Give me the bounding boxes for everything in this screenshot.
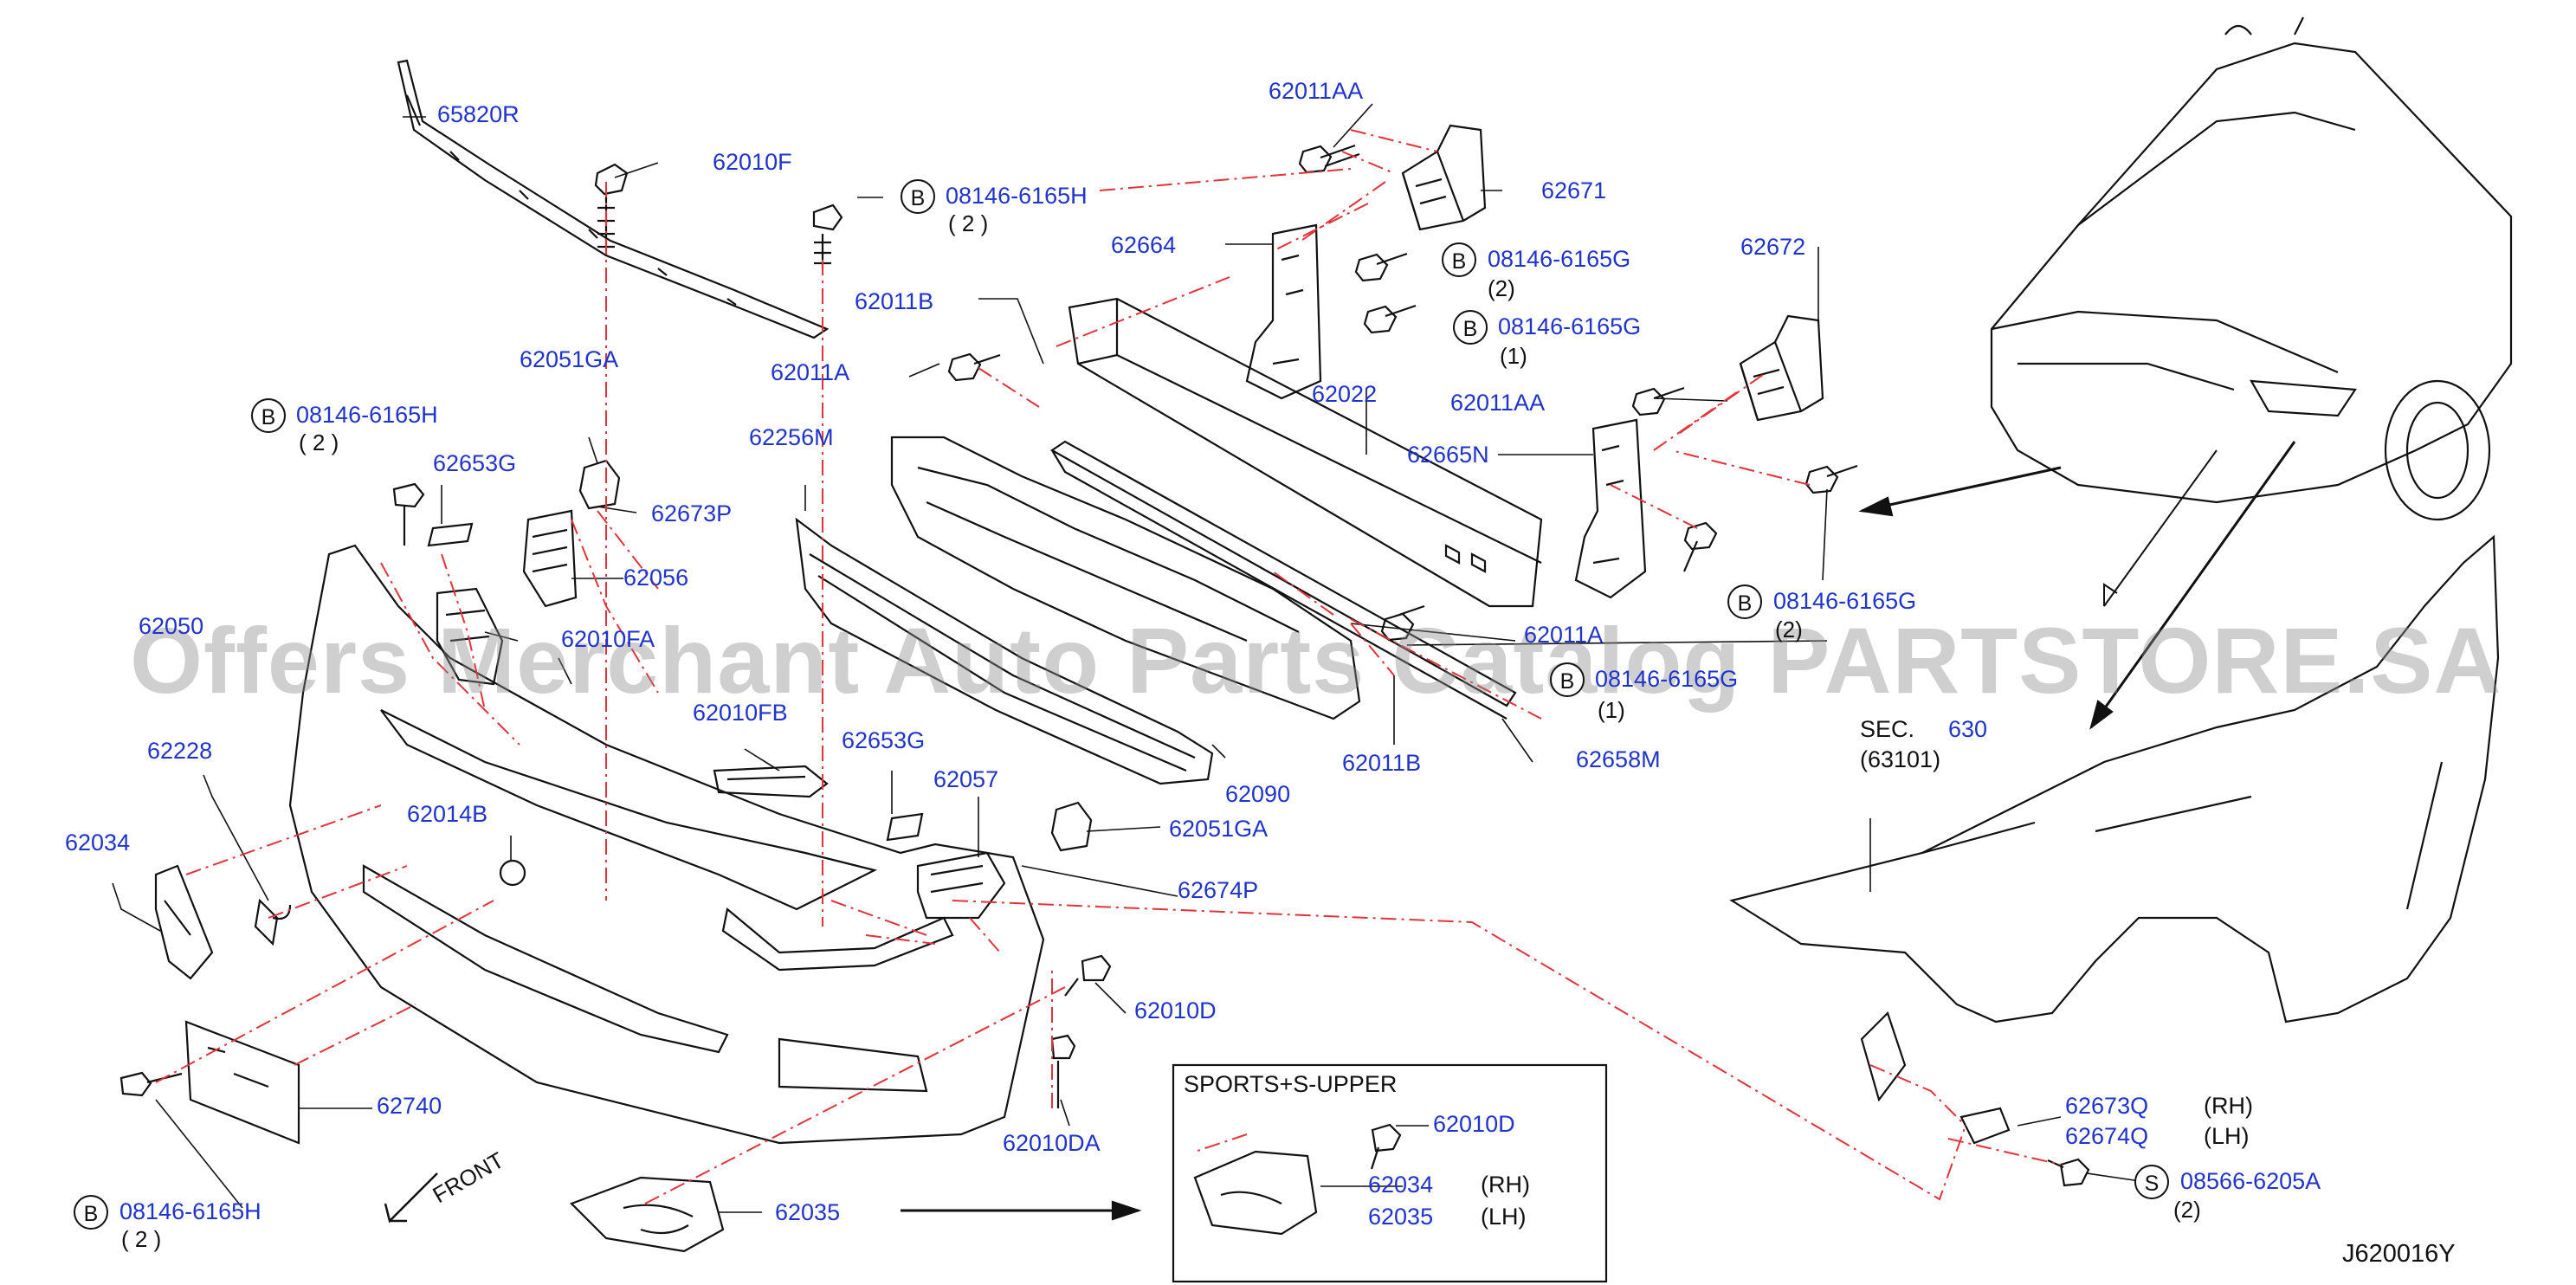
bolt-qty-s1: (2) (2173, 1197, 2201, 1223)
sports-box-title: SPORTS+S-UPPER (1184, 1071, 1398, 1097)
part-label-62674P[interactable]: 62674P (1178, 877, 1259, 903)
bolt-qty-b3: (1) (1500, 343, 1527, 369)
part-label-62056[interactable]: 62056 (623, 565, 689, 591)
sports-lh: (LH) (1481, 1204, 1527, 1230)
part-label-62057[interactable]: 62057 (933, 766, 999, 792)
section-sub: (63101) (1860, 746, 1941, 772)
retainer-62010FB (713, 765, 829, 798)
rh-label: (RH) (2204, 1093, 2253, 1119)
bracket-62672 (1739, 314, 1824, 422)
harness-62228 (254, 898, 292, 946)
part-label-62034[interactable]: 62034 (65, 830, 131, 856)
molding-strip-65820R (397, 59, 830, 339)
part-label-62014B[interactable]: 62014B (407, 801, 488, 827)
bracket-62671 (1401, 124, 1487, 231)
part-label-62011AA-top[interactable]: 62011AA (1269, 78, 1364, 104)
bracket-62664 (1245, 223, 1322, 400)
part-label-62665N[interactable]: 62665N (1407, 442, 1489, 468)
car-illustration (1990, 16, 2513, 521)
bumper-fascia-62050 (288, 544, 1045, 1145)
bolt-qty-b2: (2) (1488, 275, 1515, 301)
bolt-part-s1[interactable]: 08566-6205A (2180, 1168, 2321, 1194)
side-bracket-62056 (522, 509, 578, 608)
part-label-62090[interactable]: 62090 (1225, 781, 1291, 807)
bolt-part-b2[interactable]: 08146-6165G (1488, 246, 1631, 272)
sports-fog-cover (1193, 1150, 1318, 1236)
circle-letter-b2: B (1442, 242, 1476, 277)
part-label-62051GA-mid[interactable]: 62051GA (1169, 816, 1269, 842)
bolt-qty-b5: (2) (1775, 617, 1803, 642)
part-label-62011AA-right[interactable]: 62011AA (1450, 390, 1546, 416)
lh-label: (LH) (2204, 1123, 2250, 1149)
part-label-62256M[interactable]: 62256M (749, 424, 834, 450)
pad-62653G (427, 522, 924, 842)
bolt-part-b5[interactable]: 08146-6165G (1773, 588, 1917, 614)
grommet-62014B (499, 859, 526, 887)
bracket-62665N (1574, 418, 1647, 599)
bolt-part-b3[interactable]: 08146-6165G (1498, 313, 1642, 339)
part-label-62674Q[interactable]: 62674Q (2065, 1123, 2149, 1149)
part-label-65820R[interactable]: 65820R (437, 101, 520, 127)
part-label-62671[interactable]: 62671 (1541, 178, 1607, 203)
section-prefix: SEC. (1860, 716, 1915, 742)
bolt-part-b7[interactable]: 08146-6165H (119, 1198, 261, 1224)
part-label-62011A-right[interactable]: 62011A (1524, 622, 1604, 648)
part-label-62010F[interactable]: 62010F (713, 149, 792, 175)
plate-bracket-62740 (184, 1020, 300, 1145)
part-label-62672[interactable]: 62672 (1740, 234, 1806, 260)
bolt-part-b4[interactable]: 08146-6165H (296, 402, 438, 428)
sports-part-lh[interactable]: 62035 (1368, 1204, 1434, 1230)
part-label-62050[interactable]: 62050 (139, 613, 204, 639)
circle-letter-s1: S (2134, 1165, 2169, 1199)
section-number-link[interactable]: 630 (1948, 716, 1988, 742)
part-label-62653G-mid[interactable]: 62653G (842, 727, 926, 753)
circle-letter-b1: B (901, 179, 935, 214)
part-label-62035[interactable]: 62035 (775, 1199, 841, 1225)
part-label-62010D[interactable]: 62010D (1134, 998, 1217, 1023)
sports-option-box (1172, 1063, 1608, 1283)
fog-cover-62035 (570, 1176, 725, 1253)
part-label-62010FB[interactable]: 62010FB (693, 700, 788, 726)
part-label-62673Q[interactable]: 62673Q (2065, 1093, 2149, 1119)
sports-part-rh[interactable]: 62034 (1368, 1172, 1434, 1198)
reinforcement-bar-62022 (1068, 297, 1543, 608)
sports-part-bolt[interactable]: 62010D (1433, 1111, 1515, 1137)
circle-letter-b5: B (1727, 584, 1762, 619)
part-label-62010FA[interactable]: 62010FA (561, 626, 655, 652)
circle-letter-b3: B (1453, 310, 1488, 345)
bolt-icons (119, 144, 2090, 1187)
part-label-62653G-left[interactable]: 62653G (433, 450, 517, 476)
part-label-62022[interactable]: 62022 (1312, 381, 1378, 407)
part-label-62673P[interactable]: 62673P (651, 500, 733, 526)
bolt-part-b6[interactable]: 08146-6165G (1595, 666, 1739, 692)
part-label-62011B-right[interactable]: 62011B (1342, 750, 1422, 776)
bracket-62034 (154, 864, 214, 980)
bolt-qty-b7: ( 2 ) (121, 1226, 162, 1252)
bolt-qty-b4: ( 2 ) (299, 429, 339, 455)
side-bracket-62057 (916, 851, 1006, 920)
fender-panel (1729, 534, 2500, 1145)
part-label-62010DA[interactable]: 62010DA (1003, 1130, 1101, 1156)
part-label-62740[interactable]: 62740 (377, 1093, 442, 1119)
part-label-62051GA-top[interactable]: 62051GA (520, 346, 619, 372)
circle-letter-b4: B (251, 398, 286, 433)
part-label-62011B-left[interactable]: 62011B (855, 288, 934, 314)
circle-letter-b6: B (1550, 662, 1585, 697)
bolt-qty-b6: (1) (1598, 697, 1625, 723)
part-label-62664[interactable]: 62664 (1111, 232, 1177, 258)
energy-absorber-62090 (890, 436, 1361, 720)
circle-letter-b7: B (74, 1195, 108, 1230)
sports-rh: (RH) (1481, 1172, 1530, 1198)
part-label-62228[interactable]: 62228 (147, 738, 213, 764)
diagram-code: J620016Y (2342, 1240, 2456, 1268)
bolt-part-b1[interactable]: 08146-6165H (946, 183, 1088, 209)
part-label-62011A-left[interactable]: 62011A (771, 359, 850, 385)
part-label-62658M[interactable]: 62658M (1576, 746, 1661, 772)
bolt-qty-b1: ( 2 ) (948, 210, 989, 236)
